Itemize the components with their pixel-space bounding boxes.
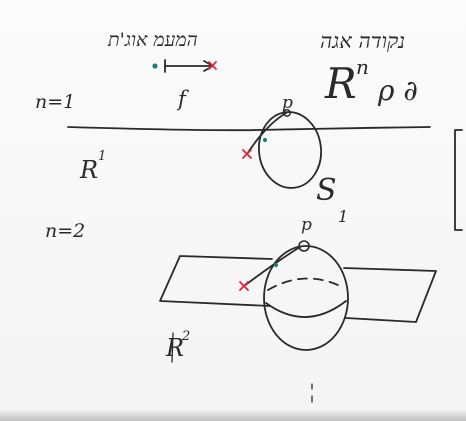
north-pole-circle <box>298 240 310 252</box>
rn-trailing-text: ρ ∂ <box>377 74 418 107</box>
point-p-label: p <box>282 93 293 113</box>
sphere-equator-front <box>265 300 347 318</box>
projected-point-n2 <box>239 281 249 291</box>
r2-doublestroke <box>171 332 174 363</box>
projection-line-n1 <box>246 112 287 155</box>
map-symbol-f: f <box>176 87 189 111</box>
point-p-circle <box>283 109 291 117</box>
projected-point-n1 <box>242 149 252 159</box>
legend-target-mark <box>208 61 217 70</box>
legend-arrow-shaft <box>164 59 213 73</box>
sphere-equator-back <box>267 277 345 291</box>
n2-label: n=2 <box>45 220 85 242</box>
plane-r2 <box>159 255 437 323</box>
legend-source-dot <box>152 63 158 69</box>
circle-point-n1 <box>262 137 268 143</box>
top-right-hebrew: נקודה אגה <box>320 29 405 53</box>
r1-exponent: 1 <box>98 149 106 164</box>
r2-exponent: 2 <box>181 329 190 344</box>
sphere-s2 <box>263 245 349 351</box>
board-bottom-edge <box>0 409 466 421</box>
projection-line-n2 <box>243 246 301 287</box>
n1-label: n=1 <box>35 91 75 113</box>
top-hebrew-label: המעמ אוג'ת <box>107 29 198 51</box>
real-line-r1 <box>67 126 431 132</box>
sphere-point-n2 <box>273 262 279 268</box>
s1-subscript: 1 <box>338 207 348 226</box>
r2-symbol: R <box>165 334 184 362</box>
point-p-label-2: p <box>301 215 312 235</box>
r1-symbol: R <box>79 156 98 184</box>
rn-symbol: R <box>324 59 357 108</box>
rn-exponent: n <box>356 55 369 79</box>
s1-symbol: S <box>316 173 337 208</box>
circle-s1 <box>258 111 322 189</box>
bracket-stub <box>454 129 463 231</box>
